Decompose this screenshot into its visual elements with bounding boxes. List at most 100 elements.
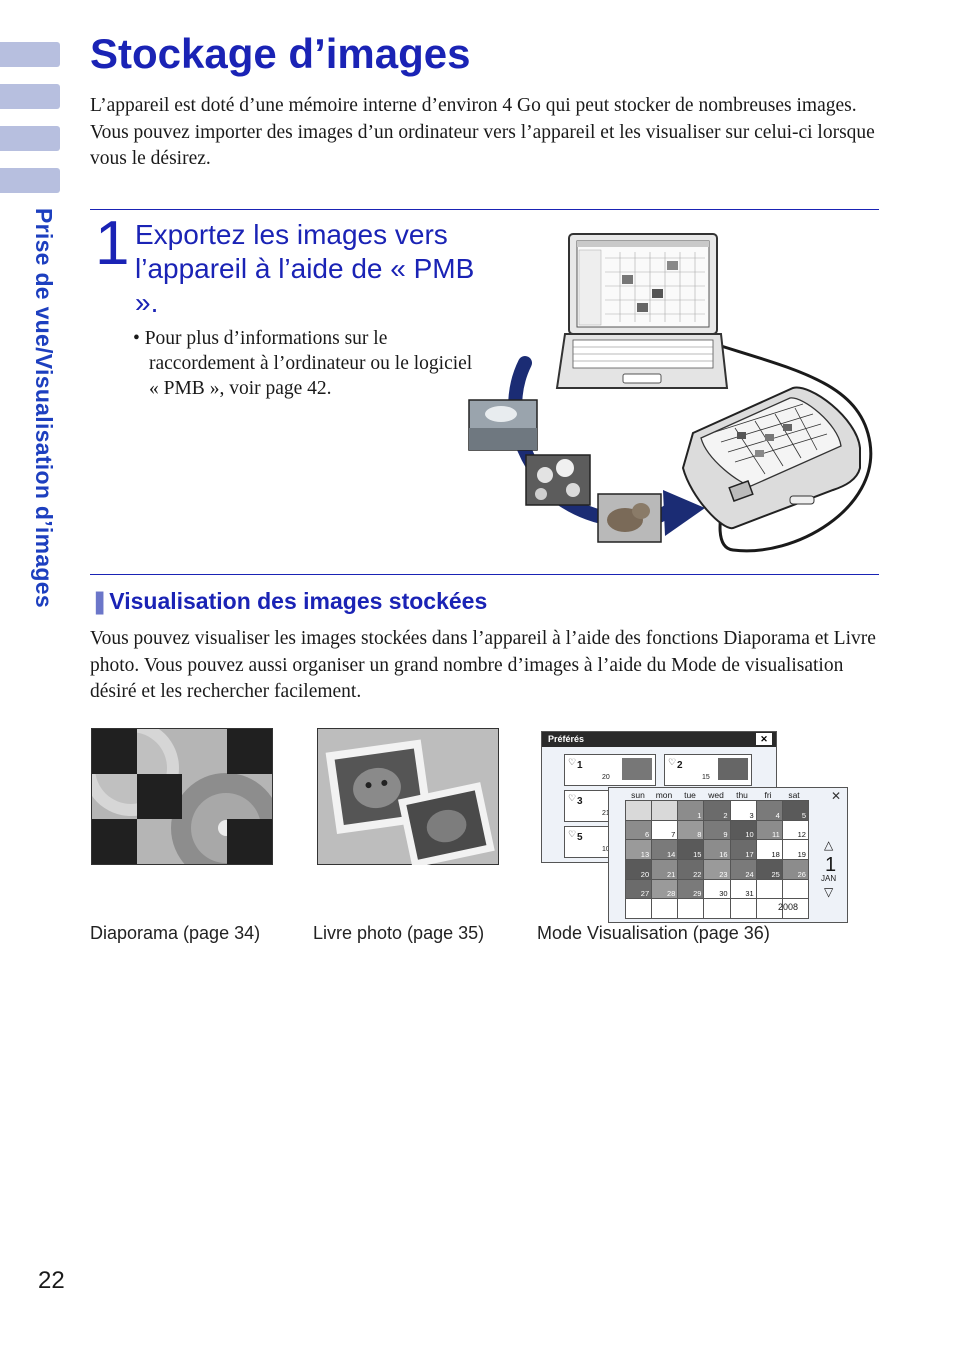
calendar-day[interactable]: 12 — [782, 820, 808, 840]
calendar-day[interactable]: 17 — [730, 840, 756, 859]
calendar-day[interactable]: 16 — [704, 840, 730, 859]
calendar-day[interactable]: 6 — [626, 820, 652, 840]
calendar-day[interactable] — [756, 899, 782, 918]
calendar-day[interactable]: 20 — [626, 859, 652, 879]
weekday-label: mon — [655, 790, 673, 800]
weekday-label: thu — [736, 790, 748, 800]
calendar-day-number: 14 — [666, 849, 676, 859]
favorite-item[interactable]: ♡ 2 15 — [664, 754, 752, 786]
calendar-day-number: 1 — [697, 810, 702, 820]
caption-view-mode: Mode Visualisation (page 36) — [537, 923, 770, 943]
calendar-day[interactable]: 15 — [678, 840, 704, 859]
calendar-day[interactable]: 22 — [678, 859, 704, 879]
divider — [90, 209, 879, 210]
calendar-day-number: 18 — [771, 849, 780, 859]
favorite-item[interactable]: ♡ 1 20 — [564, 754, 656, 786]
calendar-day[interactable] — [652, 801, 678, 820]
calendar-day-number: 24 — [745, 869, 754, 879]
calendar-day[interactable]: 31 — [730, 879, 756, 899]
calendar-day-number: 10 — [745, 830, 754, 840]
calendar-day-number: 2 — [723, 810, 728, 820]
calendar-day[interactable]: 19 — [782, 840, 808, 859]
intro-paragraph: L’appareil est doté d’une mémoire intern… — [90, 95, 875, 169]
calendar-day-number: 13 — [640, 849, 650, 859]
month-down-arrow[interactable]: ▽ — [824, 885, 834, 899]
calendar-day[interactable] — [626, 801, 652, 820]
sidebar-tab[interactable] — [0, 42, 60, 67]
favorite-count: 15 — [702, 774, 710, 781]
calendar-day[interactable]: 30 — [704, 879, 730, 899]
heart-icon: ♡ — [568, 829, 577, 839]
calendar-day[interactable]: 28 — [652, 879, 678, 899]
calendar-day[interactable]: 3 — [730, 801, 756, 820]
calendar-day[interactable]: 25 — [756, 859, 782, 879]
calendar-day-number: 30 — [719, 889, 728, 899]
calendar-day[interactable] — [782, 879, 808, 899]
calendar-day[interactable] — [626, 899, 652, 918]
favorite-count: 20 — [602, 774, 610, 781]
calendar-day[interactable] — [704, 899, 730, 918]
calendar-day-number: 4 — [775, 810, 780, 820]
calendar-day-number: 12 — [797, 830, 806, 840]
calendar-day[interactable] — [782, 899, 808, 918]
sidebar-tab[interactable] — [0, 126, 60, 151]
sidebar-tab[interactable] — [0, 84, 60, 109]
divider — [90, 574, 879, 575]
calendar-day-number: 11 — [772, 830, 780, 840]
calendar-day[interactable]: 11 — [756, 820, 782, 840]
weekday-label: sun — [631, 790, 645, 800]
calendar-day[interactable]: 8 — [678, 820, 704, 840]
calendar-day[interactable]: 26 — [782, 859, 808, 879]
calendar-day-number: 16 — [719, 849, 728, 859]
favorite-thumb — [622, 758, 652, 780]
calendar-day[interactable]: 1 — [678, 801, 704, 820]
calendar-day-number: 27 — [640, 889, 650, 899]
calendar-day[interactable]: 18 — [756, 840, 782, 859]
calendar-day[interactable]: 23 — [704, 859, 730, 879]
favorite-number: 2 — [677, 760, 683, 771]
calendar-day[interactable]: 21 — [652, 859, 678, 879]
calendar-day[interactable]: 29 — [678, 879, 704, 899]
weekday-label: sat — [788, 790, 800, 800]
close-icon[interactable]: ✕ — [756, 733, 772, 745]
calendar-day-number: 9 — [723, 830, 728, 840]
calendar-day[interactable] — [652, 899, 678, 918]
caption-slideshow: Diaporama (page 34) — [90, 923, 261, 943]
calendar-day[interactable]: 14 — [652, 840, 678, 859]
close-icon[interactable]: ✕ — [830, 789, 841, 803]
calendar-day-number: 22 — [693, 869, 702, 879]
calendar-day[interactable]: 10 — [730, 820, 756, 840]
sidebar-tab[interactable] — [0, 168, 60, 193]
calendar-day[interactable]: 4 — [756, 801, 782, 820]
month-up-arrow[interactable]: △ — [824, 838, 834, 852]
calendar-day[interactable]: 24 — [730, 859, 756, 879]
page-number: 22 — [38, 1267, 65, 1294]
calendar-day-number: 29 — [693, 889, 702, 899]
calendar-day[interactable]: 9 — [704, 820, 730, 840]
month-number: 1 — [825, 854, 837, 876]
calendar-day[interactable] — [730, 899, 756, 918]
weekday-label: wed — [708, 790, 724, 800]
calendar-day[interactable] — [678, 899, 704, 918]
photo-album-thumbnail — [317, 728, 499, 865]
page-title: Stockage d’images — [90, 30, 471, 77]
favorites-title: Préférés — [548, 734, 585, 744]
calendar-day[interactable]: 27 — [626, 879, 652, 899]
section-body: Vous pouvez visualiser les images stocké… — [90, 628, 876, 702]
sidebar-tabs — [0, 42, 60, 210]
caption-photo-album: Livre photo (page 35) — [313, 923, 485, 943]
calendar-day[interactable] — [756, 879, 782, 899]
weekday-label: fri — [764, 790, 772, 800]
calendar-day-number: 15 — [693, 849, 702, 859]
calendar-year: 2008 — [778, 902, 799, 912]
calendar-day[interactable]: 7 — [652, 820, 678, 840]
calendar-day-number: 8 — [697, 830, 702, 840]
calendar-day[interactable]: 13 — [626, 840, 652, 859]
calendar-day[interactable]: 5 — [782, 801, 808, 820]
calendar-day[interactable]: 2 — [704, 801, 730, 820]
calendar-day-number: 25 — [771, 869, 780, 879]
favorite-count: 10 — [602, 846, 610, 853]
